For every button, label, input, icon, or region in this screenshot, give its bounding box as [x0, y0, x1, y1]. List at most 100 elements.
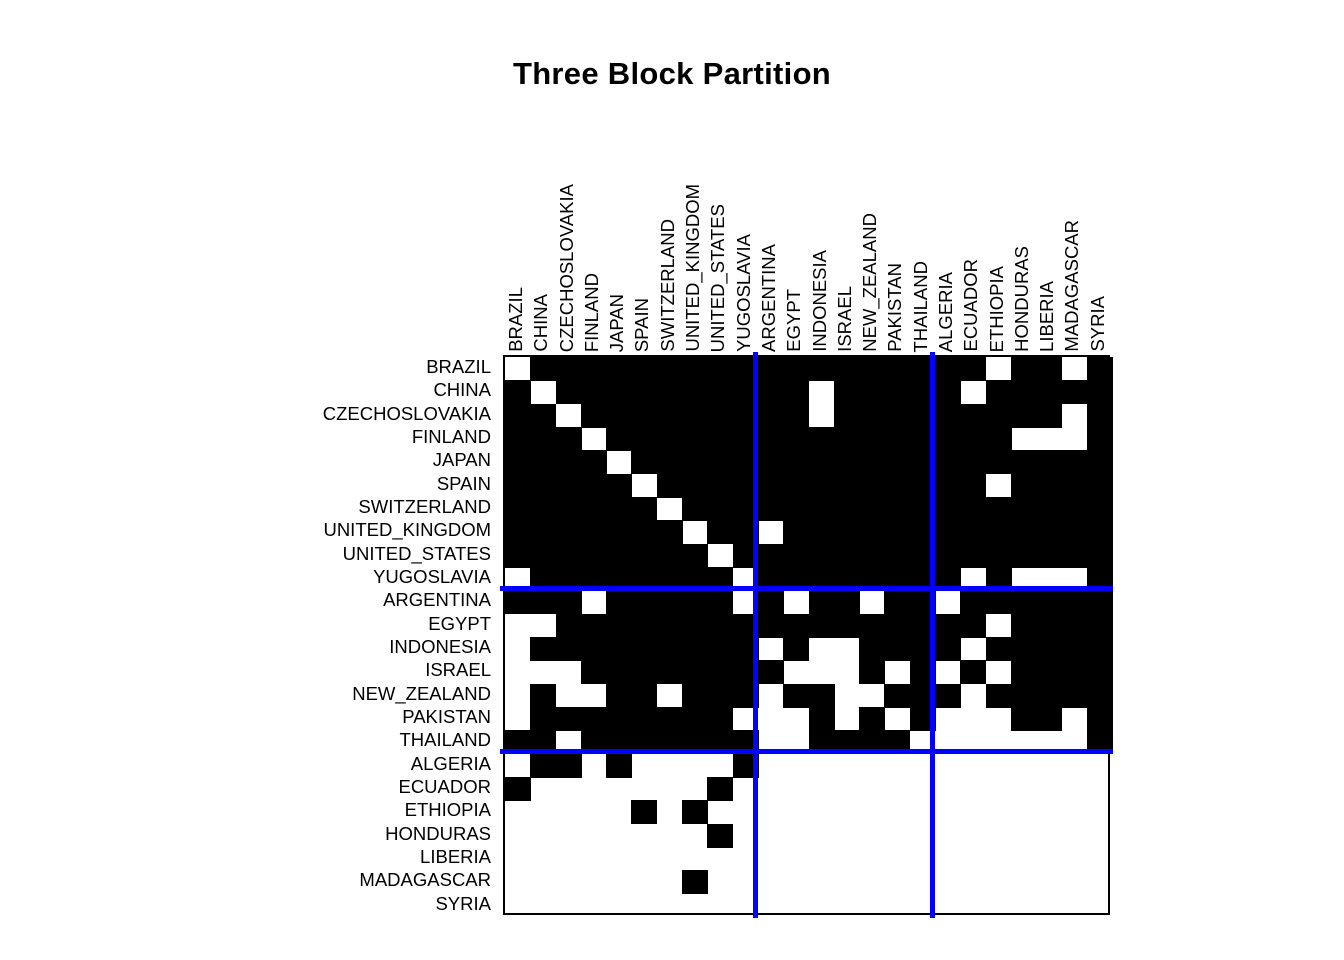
- matrix-cell: [884, 543, 911, 568]
- matrix-cell: [985, 403, 1012, 428]
- matrix-cell: [580, 473, 607, 498]
- matrix-cell: [884, 637, 911, 661]
- matrix-cell: [682, 497, 709, 521]
- column-label-spain: SPAIN: [631, 297, 653, 352]
- matrix-cell: [555, 613, 582, 638]
- column-label-argentina: ARGENTINA: [757, 244, 779, 352]
- matrix-cell: [783, 683, 810, 708]
- matrix-cell: [1010, 613, 1037, 638]
- matrix-cell: [606, 380, 633, 405]
- matrix-cell: [1086, 427, 1113, 451]
- matrix-cell: [1036, 450, 1063, 475]
- matrix-cell: [934, 613, 961, 638]
- column-label-czechoslovakia: CZECHOSLOVAKIA: [555, 183, 577, 352]
- matrix-cell: [934, 357, 961, 381]
- matrix-cell: [757, 403, 784, 428]
- matrix-cell: [505, 473, 531, 498]
- matrix-cell: [1036, 637, 1063, 661]
- matrix-cell: [1061, 637, 1088, 661]
- matrix-cell: [682, 613, 709, 638]
- matrix-cell: [1010, 543, 1037, 568]
- matrix-cell: [530, 590, 557, 615]
- matrix-cell: [1086, 613, 1113, 638]
- matrix-cell: [1086, 683, 1113, 708]
- matrix-cell: [530, 357, 557, 381]
- row-label-switzerland: SWITZERLAND: [358, 496, 491, 517]
- matrix-cell: [757, 357, 784, 381]
- matrix-cell: [682, 473, 709, 498]
- matrix-cell: [682, 707, 709, 731]
- matrix-cell: [707, 380, 734, 405]
- column-label-madagascar: MADAGASCAR: [1061, 220, 1083, 352]
- matrix-cell: [656, 660, 683, 685]
- matrix-cell: [1061, 613, 1088, 638]
- matrix-cell: [1036, 543, 1063, 568]
- matrix-cell: [505, 777, 531, 801]
- matrix-cell: [757, 427, 784, 451]
- matrix-cell: [1061, 520, 1088, 545]
- matrix-cell: [960, 473, 987, 498]
- matrix-cell: [631, 613, 658, 638]
- matrix-cell: [808, 590, 835, 615]
- matrix-cell: [656, 543, 683, 568]
- matrix-cell: [1036, 683, 1063, 708]
- matrix-cell: [580, 520, 607, 545]
- matrix-cell: [631, 450, 658, 475]
- matrix-cell: [707, 637, 734, 661]
- matrix-cell: [656, 450, 683, 475]
- matrix-cell: [555, 753, 582, 778]
- matrix-cell: [1010, 707, 1037, 731]
- matrix-cell: [555, 520, 582, 545]
- matrix-cell: [859, 543, 886, 568]
- column-label-syria: SYRIA: [1086, 296, 1108, 352]
- column-label-yugoslavia: YUGOSLAVIA: [732, 234, 754, 352]
- matrix-cell: [555, 380, 582, 405]
- matrix-cell: [631, 800, 658, 825]
- matrix-cell: [808, 520, 835, 545]
- column-label-brazil: BRAZIL: [505, 287, 526, 352]
- matrix-cell: [631, 707, 658, 731]
- matrix-cell: [757, 497, 784, 521]
- matrix-cell: [631, 357, 658, 381]
- matrix-cell: [859, 520, 886, 545]
- matrix-cell: [985, 450, 1012, 475]
- matrix-cell: [960, 357, 987, 381]
- matrix-cell: [884, 427, 911, 451]
- matrix-cell: [934, 543, 961, 568]
- matrix-cell: [808, 543, 835, 568]
- column-label-thailand: THAILAND: [909, 260, 931, 353]
- row-label-syria: SYRIA: [435, 892, 491, 914]
- matrix-cell: [707, 683, 734, 708]
- matrix-cell: [960, 497, 987, 521]
- matrix-cell: [530, 403, 557, 428]
- matrix-cell: [859, 637, 886, 661]
- matrix-cell: [606, 753, 633, 778]
- row-label-czechoslovakia: CZECHOSLOVAKIA: [322, 402, 491, 424]
- matrix-cell: [682, 800, 709, 825]
- matrix-cell: [859, 497, 886, 521]
- matrix-cell: [960, 520, 987, 545]
- matrix-cell: [530, 753, 557, 778]
- matrix-cell: [707, 473, 734, 498]
- matrix-cell: [1010, 357, 1037, 381]
- blockmodel-matrix[interactable]: [500, 352, 1113, 918]
- matrix-cell: [580, 450, 607, 475]
- column-label-honduras: HONDURAS: [1010, 246, 1032, 352]
- matrix-cell: [606, 497, 633, 521]
- matrix-cell: [833, 613, 860, 638]
- matrix-cell: [631, 380, 658, 405]
- partition-line-vertical: [753, 352, 759, 918]
- matrix-cell: [960, 613, 987, 638]
- matrix-cell: [580, 497, 607, 521]
- row-label-argentina: ARGENTINA: [383, 589, 491, 611]
- row-label-indonesia: INDONESIA: [389, 636, 491, 657]
- matrix-cell: [783, 520, 810, 545]
- matrix-cell: [808, 357, 835, 381]
- row-label-united-states: UNITED_STATES: [342, 542, 491, 564]
- matrix-cell: [530, 520, 557, 545]
- matrix-cell: [859, 427, 886, 451]
- matrix-cell: [682, 683, 709, 708]
- matrix-cell: [884, 613, 911, 638]
- matrix-cell: [833, 380, 860, 405]
